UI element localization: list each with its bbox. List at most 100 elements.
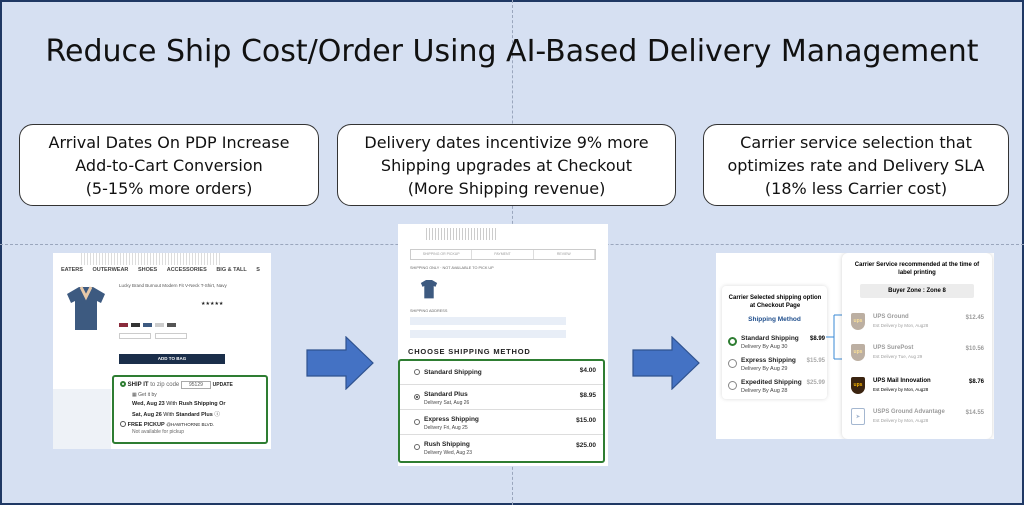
get-it-by: ▦ Get it by — [132, 392, 260, 401]
carrier-screenshot: Carrier Selected shipping option at Chec… — [716, 253, 994, 439]
delivery-line-1: Wed, Aug 23 With Rush Shipping Or — [132, 401, 260, 410]
ship-it-box: SHIP IT to zip code 95129 UPDATE ▦ Get i… — [112, 375, 268, 444]
nav-item[interactable]: ACCESSORIES — [166, 267, 207, 273]
right-arrow-icon — [306, 336, 374, 390]
radio-unselected[interactable] — [414, 369, 420, 375]
tab-shipping[interactable]: SHIPPING OR PICKUP — [411, 250, 473, 259]
carrier-service-row[interactable]: ups UPS SurePost Est Delivery Tue, Aug 2… — [846, 342, 990, 366]
radio-selected[interactable] — [728, 337, 737, 346]
service-name: UPS Mail Innovation — [873, 378, 931, 384]
option-delivery: Delivery By Aug 29 — [741, 366, 788, 372]
method-delivery: Delivery Wed, Aug 23 — [424, 450, 472, 456]
callout-checkout: Delivery dates incentivize 9% more Shipp… — [337, 124, 676, 206]
nav-item[interactable]: BIG & TALL — [216, 267, 247, 273]
radio-selected[interactable] — [414, 394, 420, 400]
method-price: $15.00 — [576, 417, 596, 424]
method-price: $25.00 — [576, 442, 596, 449]
nav-item[interactable]: SHOES — [137, 267, 158, 273]
shipping-address-label: SHIPPING ADDRESS — [410, 309, 448, 313]
service-price: $8.76 — [968, 379, 984, 385]
right-arrow-icon — [632, 336, 700, 390]
callout-line: Shipping upgrades at Checkout — [380, 155, 633, 175]
service-price: $10.56 — [965, 346, 984, 352]
ups-logo-icon: ups — [851, 344, 865, 361]
slide-title: Reduce Ship Cost/Order Using AI-Based De… — [45, 34, 979, 69]
radio-selected[interactable] — [120, 381, 126, 387]
swatch[interactable] — [155, 323, 164, 327]
option-price: $15.95 — [806, 358, 825, 364]
standard-plus-option: Standard Plus — [175, 412, 213, 418]
update-button[interactable]: UPDATE — [212, 382, 233, 388]
method-name: Standard Plus — [424, 391, 468, 398]
pickup-location[interactable]: @HAWTHORNE BLVD. — [166, 422, 215, 427]
pattern-band — [81, 253, 221, 265]
swatch[interactable] — [167, 323, 176, 327]
shipping-method-row[interactable]: Standard Shipping $4.00 — [400, 361, 603, 385]
checkout-option[interactable]: Standard Shipping Delivery By Aug 30 $8.… — [726, 332, 826, 354]
add-to-bag-button[interactable]: ADD TO BAG — [119, 354, 225, 364]
free-pickup-row[interactable]: FREE PICKUP @HAWTHORNE BLVD. — [120, 421, 260, 429]
shipping-method-row[interactable]: Express Shipping Delivery Fri, Aug 25 $1… — [400, 411, 603, 435]
ups-logo-icon: ups — [851, 377, 865, 394]
usps-eagle-icon: ➤ — [851, 408, 865, 425]
ship-it-row[interactable]: SHIP IT to zip code 95129 UPDATE — [120, 381, 260, 392]
address-field[interactable] — [410, 317, 566, 325]
left-card-title: Carrier Selected shipping option at Chec… — [728, 295, 822, 309]
callout-line: Add-to-Cart Conversion — [75, 155, 263, 175]
zip-prompt: to zip code — [150, 382, 180, 388]
swatch[interactable] — [119, 323, 128, 327]
address-field[interactable] — [410, 330, 566, 338]
quantity-select[interactable] — [155, 333, 187, 339]
calendar-icon: ▦ — [132, 392, 137, 398]
method-delivery: Delivery Sat, Aug 26 — [424, 400, 470, 406]
nav-item[interactable]: OUTERWEAR — [92, 267, 129, 273]
checkout-option[interactable]: Expedited Shipping Delivery By Aug 28 $2… — [726, 376, 826, 398]
carrier-service-row[interactable]: ➤ USPS Ground Advantage Est Delivery by … — [846, 406, 990, 430]
tab-payment[interactable]: PAYMENT — [472, 250, 534, 259]
service-name: UPS SurePost — [873, 345, 914, 351]
carrier-service-row[interactable]: ups UPS Ground Est Delivery by Mon, Aug2… — [846, 311, 990, 335]
shipping-method-row[interactable]: Standard Plus Delivery Sat, Aug 26 $8.95 — [400, 386, 603, 410]
delivery-line-2: Sat, Aug 26 With Standard Plus ⓘ — [132, 410, 260, 421]
not-available: Not available for pickup — [132, 429, 184, 435]
option-name: Express Shipping — [741, 357, 796, 364]
pdp-screenshot: EATERS OUTERWEAR SHOES ACCESSORIES BIG &… — [53, 253, 271, 449]
tab-review[interactable]: REVIEW — [534, 250, 595, 259]
page-background — [53, 389, 111, 449]
method-delivery: Delivery Fri, Aug 25 — [424, 425, 468, 431]
callout-line: optimizes rate and Delivery SLA — [727, 155, 985, 175]
swatch[interactable] — [143, 323, 152, 327]
standard-plus-date: Sat, Aug 26 — [132, 412, 162, 418]
service-delivery: Est Delivery by Mon, Aug28 — [873, 387, 929, 392]
callout-pdp: Arrival Dates On PDP Increase Add-to-Car… — [19, 124, 319, 206]
radio-unselected[interactable] — [414, 444, 420, 450]
service-delivery: Est Delivery by Mon, Aug28 — [873, 323, 929, 328]
method-name: Express Shipping — [424, 416, 479, 423]
product-name: Lucky Brand Burnout Modern Fit V-Neck T-… — [119, 283, 227, 288]
rush-date: Wed, Aug 23 — [132, 401, 165, 407]
color-swatches[interactable] — [119, 323, 176, 327]
option-delivery: Delivery By Aug 30 — [741, 344, 788, 350]
option-name: Standard Shipping — [741, 335, 799, 342]
nav-item[interactable]: S — [256, 267, 260, 273]
radio-unselected[interactable] — [728, 381, 737, 390]
radio-unselected[interactable] — [120, 421, 126, 427]
nav-item[interactable]: EATERS — [61, 267, 83, 273]
free-pickup-label: FREE PICKUP — [127, 422, 165, 428]
checkout-option[interactable]: Express Shipping Delivery By Aug 29 $15.… — [726, 354, 826, 376]
radio-unselected[interactable] — [414, 419, 420, 425]
zip-input[interactable]: 95129 — [180, 381, 211, 389]
service-delivery: Est Delivery by Mon, Aug28 — [873, 418, 929, 423]
size-select[interactable] — [119, 333, 151, 339]
get-it-by-label: Get it by — [138, 392, 157, 398]
option-price: $25.99 — [806, 380, 825, 386]
carrier-service-row-selected[interactable]: ups UPS Mail Innovation Est Delivery by … — [846, 375, 990, 399]
option-delivery: Delivery By Aug 28 — [741, 388, 788, 394]
swatch[interactable] — [131, 323, 140, 327]
radio-unselected[interactable] — [728, 359, 737, 368]
recommendation-card: Carrier Service recommended at the time … — [842, 253, 992, 439]
rating-stars: ★★★★★ — [201, 301, 224, 307]
service-price: $14.55 — [965, 410, 984, 416]
pattern-band — [426, 228, 496, 240]
shipping-method-row[interactable]: Rush Shipping Delivery Wed, Aug 23 $25.0… — [400, 436, 603, 460]
